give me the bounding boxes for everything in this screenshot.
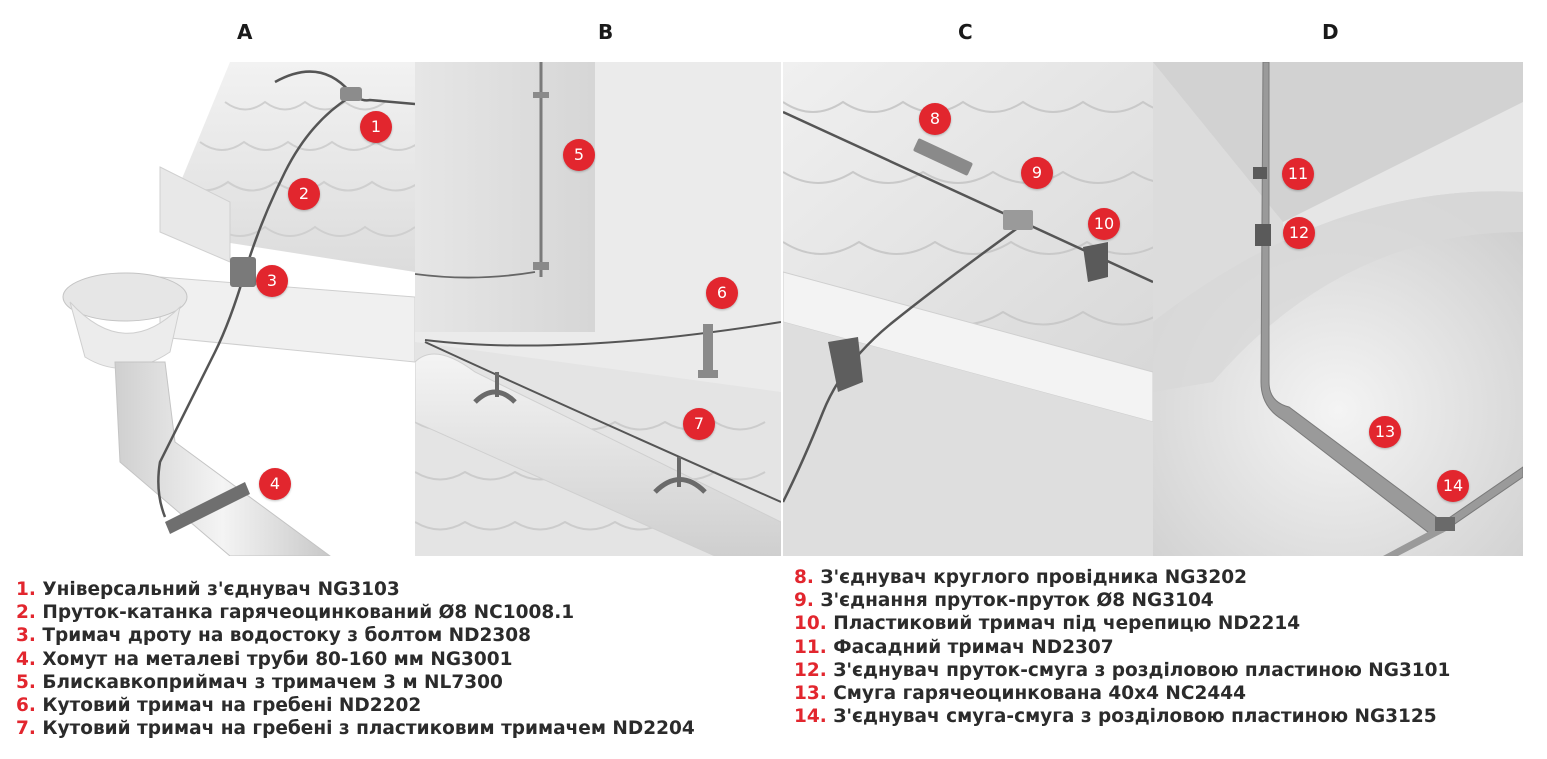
marker-4: 4 xyxy=(259,468,291,500)
legend-item: 14. З'єднувач смуга-смуга з розділовою п… xyxy=(794,706,1437,728)
legend-item: 2. Пруток-катанка гарячеоцинкований Ø8 N… xyxy=(16,602,575,624)
legend-item: 5. Блискавкоприймач з тримачем 3 м NL730… xyxy=(16,671,503,693)
illustration-panel-a xyxy=(30,62,415,556)
legend-item: 1. Універсальний з'єднувач NG3103 xyxy=(16,579,400,600)
legend-item: 10. Пластиковий тримач під черепицю ND22… xyxy=(794,613,1301,635)
panel-label-b: B xyxy=(598,20,614,44)
panel-label-a: A xyxy=(237,20,253,44)
marker-7: 7 xyxy=(683,408,715,440)
illustration-panel-b xyxy=(415,62,781,556)
legend-left: 1. Універсальний з'єднувач NG3103 2. Пру… xyxy=(16,578,695,740)
illustration-panel-d xyxy=(1153,62,1523,556)
marker-11: 11 xyxy=(1282,158,1314,190)
marker-9: 9 xyxy=(1021,157,1053,189)
legend-item: 11. Фасадний тримач ND2307 xyxy=(794,636,1114,658)
marker-3: 3 xyxy=(256,265,288,297)
legend-item: 12. З'єднувач пруток-смуга з розділовою … xyxy=(794,659,1451,681)
legend-item: 6. Кутовий тримач на гребені ND2202 xyxy=(16,694,422,716)
legend-item: 9. З'єднання пруток-пруток Ø8 NG3104 xyxy=(794,590,1214,612)
legend-right: 8. З'єднувач круглого провідника NG3202 … xyxy=(794,566,1450,728)
marker-6: 6 xyxy=(706,277,738,309)
marker-5: 5 xyxy=(563,139,595,171)
panel-label-c: C xyxy=(958,20,973,44)
legend-item: 3. Тримач дроту на водостоку з болтом ND… xyxy=(16,625,531,647)
marker-14: 14 xyxy=(1437,470,1469,502)
marker-1: 1 xyxy=(360,111,392,143)
marker-13: 13 xyxy=(1369,416,1401,448)
marker-12: 12 xyxy=(1283,217,1315,249)
legend-item: 13. Смуга гарячеоцинкована 40x4 NC2444 xyxy=(794,682,1246,704)
marker-10: 10 xyxy=(1088,208,1120,240)
illustration-panel-c xyxy=(783,62,1153,556)
marker-8: 8 xyxy=(919,103,951,135)
legend-item: 4. Хомут на металеві труби 80-160 мм NG3… xyxy=(16,648,513,670)
legend-item: 7. Кутовий тримач на гребені з пластиков… xyxy=(16,718,695,740)
panel-label-d: D xyxy=(1322,20,1339,44)
legend-item: 8. З'єднувач круглого провідника NG3202 xyxy=(794,567,1247,588)
marker-2: 2 xyxy=(288,178,320,210)
